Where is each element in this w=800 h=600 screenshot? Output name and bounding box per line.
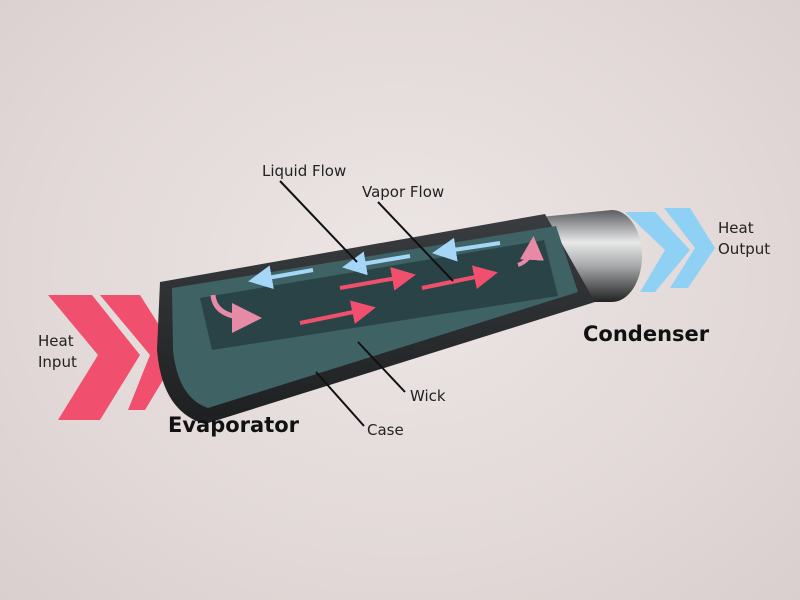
liquid-flow-arrow: [248, 265, 314, 290]
heat-output-label-line1: Heat: [718, 219, 754, 237]
wick-label: Wick: [410, 387, 446, 405]
liquid-flow-arrow: [432, 237, 501, 262]
liquid-flow-arrow: [342, 251, 411, 276]
vapor-flow-label: Vapor Flow: [362, 183, 444, 201]
heat-input-label-line2: Input: [38, 353, 77, 371]
liquid-flow-label: Liquid Flow: [262, 162, 346, 180]
vapor-flow-arrow: [299, 300, 376, 325]
heat-output-chevron: [664, 208, 715, 288]
condensation-arrow: [517, 236, 544, 267]
condenser-label: Condenser: [583, 322, 710, 346]
heat-output-chevrons: [625, 208, 715, 292]
case-leader: [315, 371, 365, 427]
heat-input-label-line1: Heat: [38, 332, 74, 350]
evaporation-arrow: [210, 294, 262, 333]
vapor-channel: [200, 240, 558, 350]
vapor-flow-leader: [377, 201, 454, 282]
vapor-flow-arrow: [339, 266, 416, 291]
wick-leader: [357, 341, 406, 393]
heat-output-chevron: [625, 212, 690, 292]
heat-input-chevron: [48, 295, 140, 420]
case-label: Case: [367, 421, 404, 439]
heat-output-label-line2: Output: [718, 240, 770, 258]
liquid-flow-leader: [279, 180, 358, 263]
heat-input-chevrons: [48, 295, 178, 420]
vapor-flow-arrow: [421, 265, 498, 290]
heat-input-chevron: [100, 295, 178, 410]
evaporator-label: Evaporator: [168, 413, 300, 437]
